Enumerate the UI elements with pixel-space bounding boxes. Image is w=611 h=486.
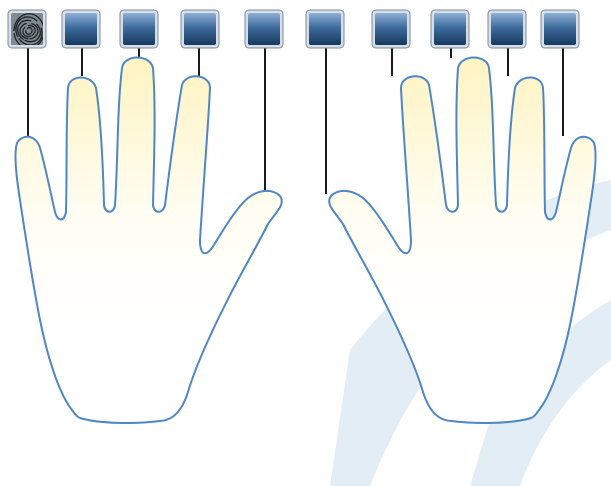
fingerprint-icon [11,13,43,45]
finger-button-right-middle[interactable] [430,9,470,49]
finger-button-right-index[interactable] [371,9,411,49]
left-hand [14,56,283,424]
left-hand-outline [14,56,283,424]
finger-connectors [27,48,564,194]
finger-button-right-little[interactable] [540,9,580,49]
right-hand-outline [328,56,597,424]
empty-finger-slot-icon [434,13,466,45]
finger-button-left-middle[interactable] [119,9,159,49]
empty-finger-slot-icon [375,13,407,45]
finger-button-right-thumb[interactable] [305,9,345,49]
empty-finger-slot-icon [309,13,341,45]
empty-finger-slot-icon [544,13,576,45]
empty-finger-slot-icon [248,13,280,45]
finger-selector-bar [7,9,580,50]
empty-finger-slot-icon [184,13,216,45]
finger-button-left-little[interactable] [7,9,47,50]
empty-finger-slot-icon [491,13,523,45]
finger-button-right-ring[interactable] [487,9,527,49]
empty-finger-slot-icon [65,13,97,45]
finger-button-left-index[interactable] [180,9,220,49]
empty-finger-slot-icon [123,13,155,45]
finger-button-left-ring[interactable] [61,9,101,49]
finger-button-left-thumb[interactable] [244,9,284,49]
right-hand [328,56,597,424]
